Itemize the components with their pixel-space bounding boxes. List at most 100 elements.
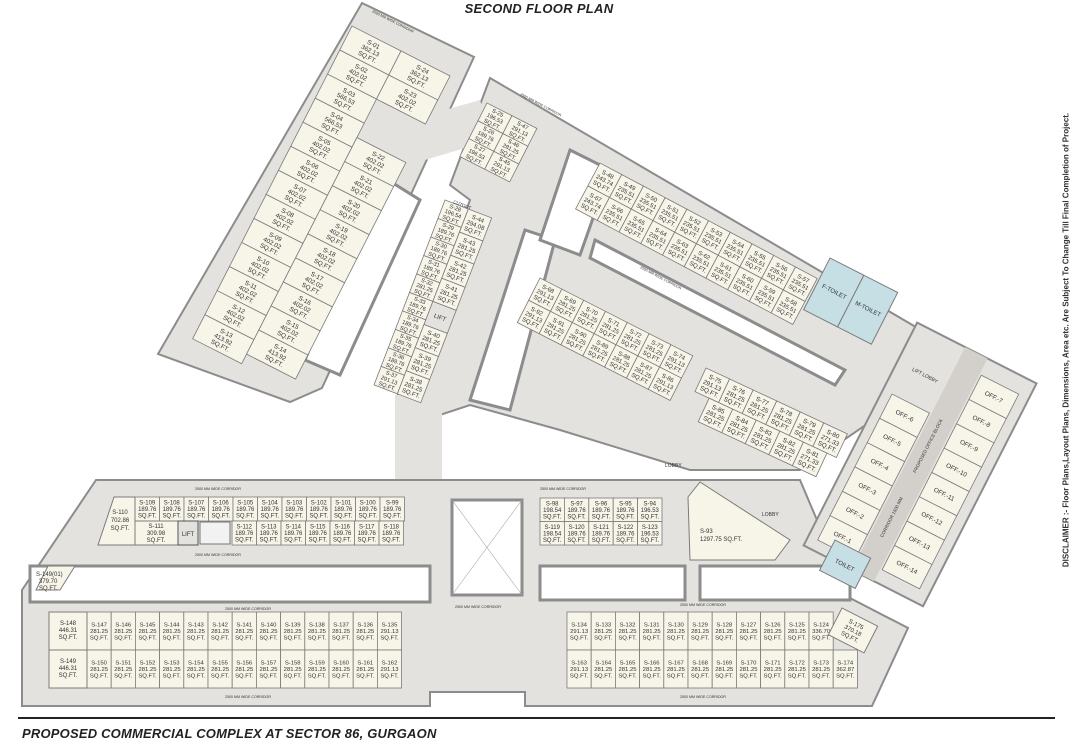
- unit[interactable]: OFF.-8: [955, 398, 1007, 444]
- unit-s175[interactable]: S-175 370.18 SQ.FT.: [827, 607, 879, 654]
- unit[interactable]: OFF.-3: [841, 466, 893, 511]
- unit-s149[interactable]: S-149 446.31 SQ.FT.: [48, 649, 88, 689]
- unit[interactable]: OFF.-6: [879, 393, 930, 438]
- unit[interactable]: OFF.-14: [881, 544, 933, 590]
- unit-s93[interactable]: S-93 1297.75 SQ.FT.: [687, 481, 791, 561]
